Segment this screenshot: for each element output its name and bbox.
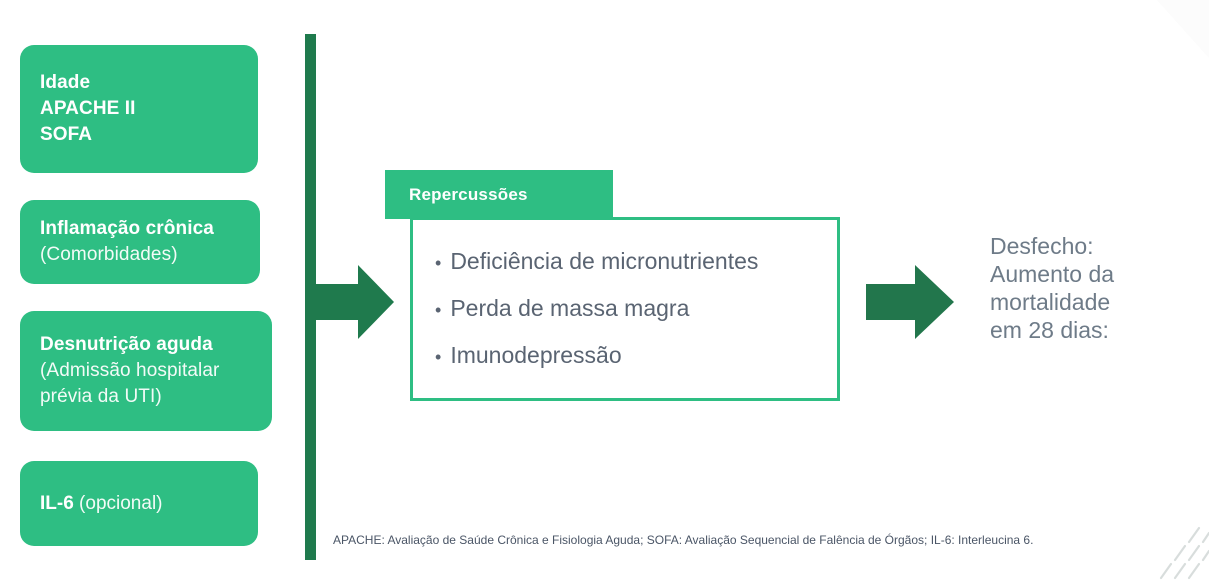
footnote-abbreviations: APACHE: Avaliação de Saúde Crônica e Fis… xyxy=(333,533,1034,547)
corner-hatch-decoration xyxy=(1159,526,1209,580)
risk-factor-box-inflammation[interactable]: Inflamação crônica (Comorbidades) xyxy=(20,200,260,284)
bullet-dot-icon: • xyxy=(435,252,442,273)
list-item-label: Perda de massa magra xyxy=(450,294,690,321)
risk-factor-box-il6[interactable]: IL-6 (opcional) xyxy=(20,461,258,546)
bullet-dot-icon: • xyxy=(435,299,442,320)
factor-line-idade: Idade xyxy=(40,72,91,93)
outcome-line-1: Desfecho: xyxy=(990,233,1094,259)
arrow-right-icon-outcome xyxy=(866,265,954,339)
factor-line-desnutricao: Desnutrição aguda xyxy=(40,334,213,355)
repercussions-tab-label: Repercussões xyxy=(409,184,528,204)
bullet-dot-icon: • xyxy=(435,346,442,367)
outcome-line-3: mortalidade xyxy=(990,289,1111,315)
factor-line-admissao: (Admissão hospitalar xyxy=(40,360,220,381)
list-item: • Deficiência de micronutrientes xyxy=(435,248,815,277)
outcome-line-4: em 28 dias: xyxy=(990,317,1109,343)
list-item: • Imunodepressão xyxy=(435,342,815,371)
list-item-label: Deficiência de micronutrientes xyxy=(450,247,759,274)
factor-il6-label: IL-6 xyxy=(40,492,74,514)
factor-line-inflamacao: Inflamação crônica xyxy=(40,218,214,239)
risk-factor-box-clinical[interactable]: Idade APACHE II SOFA xyxy=(20,45,258,173)
factor-line-comorbidades: (Comorbidades) xyxy=(40,244,178,265)
vertical-connector-line xyxy=(305,34,316,560)
outcome-text-block: Desfecho: Aumento da mortalidade em 28 d… xyxy=(990,232,1190,344)
repercussions-card-body: • Deficiência de micronutrientes • Perda… xyxy=(410,217,840,401)
factor-il6-optional: (opcional) xyxy=(73,492,163,514)
outcome-line-2: Aumento da xyxy=(990,261,1115,287)
list-item-label: Imunodepressão xyxy=(450,341,622,368)
factor-line-il6: IL-6 (opcional) xyxy=(40,491,238,517)
risk-factor-box-malnutrition[interactable]: Desnutrição aguda (Admissão hospitalar p… xyxy=(20,311,272,431)
corner-triangle-decoration xyxy=(1157,0,1209,58)
list-item: • Perda de massa magra xyxy=(435,295,815,324)
factor-line-apache: APACHE II xyxy=(40,98,136,119)
factor-line-sofa: SOFA xyxy=(40,124,93,145)
repercussions-tab-header: Repercussões xyxy=(385,170,613,219)
factor-line-previa-uti: prévia da UTI) xyxy=(40,386,162,407)
arrow-right-icon-middle xyxy=(312,265,394,339)
